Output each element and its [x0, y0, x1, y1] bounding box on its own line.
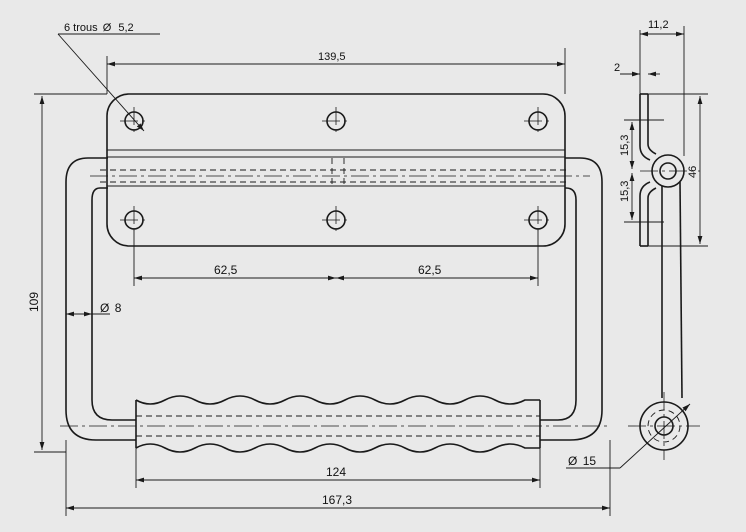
side-view: [566, 26, 708, 469]
dim-spacing-right: 62,5: [418, 263, 442, 277]
dim-side-thickness: 2: [614, 62, 620, 74]
dim-side-lower: 15,3: [619, 181, 631, 202]
front-view: [34, 33, 611, 516]
dim-side-depth: 11,2: [648, 19, 669, 31]
handle-inner-outline: [91, 187, 577, 421]
mounting-holes: [120, 107, 552, 234]
side-plate: [639, 94, 657, 161]
grip: [60, 395, 610, 453]
dim-pivot-diameter: Ø 15: [568, 454, 596, 468]
dim-overall-width: 167,3: [322, 493, 352, 507]
handle-outer-outline: [65, 157, 603, 441]
dim-spacing-left: 62,5: [214, 263, 238, 277]
holes-label: 6 trous Ø 5,2: [64, 22, 134, 34]
dim-grip-length: 124: [326, 465, 346, 479]
dim-total-height: 109: [27, 292, 41, 312]
dim-side-upper: 15,3: [619, 135, 631, 156]
dim-side-height: 46: [687, 166, 699, 178]
dim-plate-width: 139,5: [318, 51, 346, 63]
dim-rod-diameter: Ø 8: [100, 301, 122, 315]
